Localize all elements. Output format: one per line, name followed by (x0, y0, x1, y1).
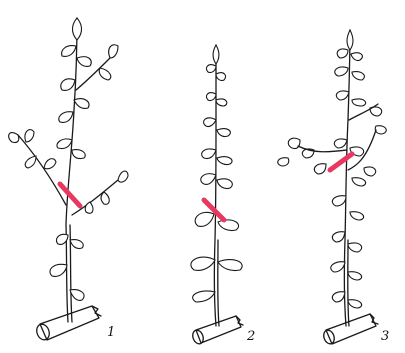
panel-label-3: 3 (381, 329, 389, 344)
panel-label-2: 2 (246, 329, 255, 344)
leaves-1 (9, 18, 128, 300)
panel-label-1: 1 (107, 325, 115, 340)
lateral-branch-right-1 (72, 180, 118, 215)
plant-1: 1 (9, 18, 128, 342)
stem-1 (66, 18, 77, 322)
plant-2: 2 (191, 45, 255, 345)
cut-mark-3 (330, 154, 352, 170)
cut-mark-1 (60, 184, 80, 206)
log-base-2 (191, 316, 243, 345)
log-base-3 (322, 314, 378, 345)
stem-2 (214, 45, 216, 326)
plant-3: 3 (278, 30, 390, 345)
